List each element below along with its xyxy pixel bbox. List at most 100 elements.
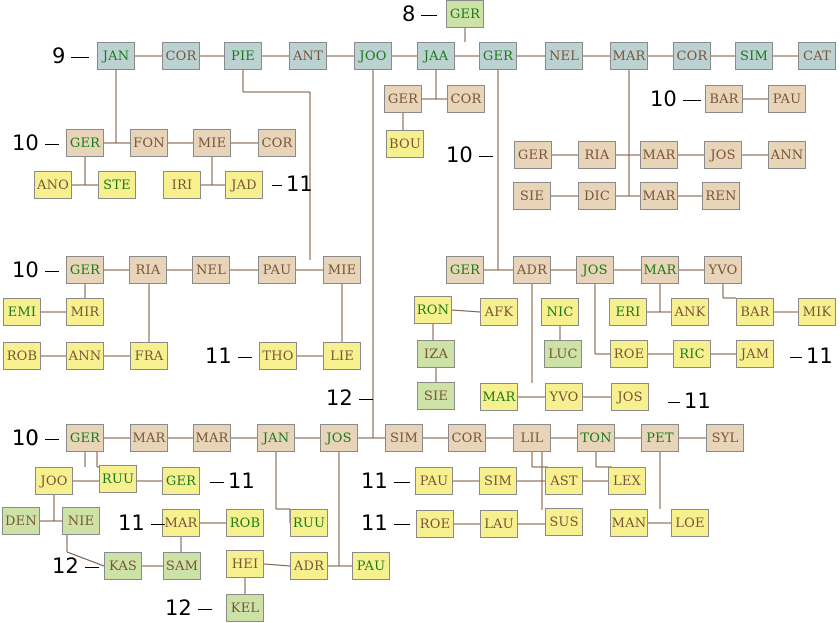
person-box-ton: TON — [577, 424, 615, 452]
person-box-ast: AST — [545, 467, 583, 495]
person-box-jos10: JOS — [576, 256, 614, 284]
person-box-roe11: ROE — [610, 340, 648, 368]
person-box-jad: JAD — [225, 171, 263, 199]
generation-number: 10 — [446, 143, 473, 167]
generation-dash — [668, 401, 680, 403]
person-box-ric: RIC — [673, 340, 711, 368]
person-box-mar9: MAR — [610, 42, 648, 70]
person-box-cor9b: COR — [673, 42, 711, 70]
person-box-ank: ANK — [671, 298, 709, 326]
person-box-yvo10: YVO — [704, 256, 742, 284]
person-box-pau10: PAU — [768, 85, 806, 113]
generation-number: 10 — [12, 258, 39, 282]
generation-number: 11 — [205, 344, 232, 368]
person-box-ger_a: GER — [384, 85, 422, 113]
generation-label: 12 — [52, 554, 99, 578]
generation-number: 11 — [361, 469, 388, 493]
person-box-ruu11: RUU — [99, 465, 137, 493]
generation-label: 8 — [402, 2, 438, 26]
generation-label: 10 — [12, 426, 59, 450]
generation-number: 12 — [165, 596, 192, 620]
connector-line — [451, 309, 481, 313]
person-box-cor9: COR — [162, 42, 200, 70]
generation-label: 10 — [12, 258, 59, 282]
person-box-syl: SYL — [706, 424, 744, 452]
generation-number: 11 — [361, 511, 388, 535]
person-box-man: MAN — [610, 509, 648, 537]
generation-dash — [393, 523, 410, 525]
generation-number: 11 — [286, 172, 313, 196]
person-box-mik: MIK — [798, 298, 836, 326]
person-box-ano: ANO — [34, 171, 72, 199]
person-box-jaa9: JAA — [417, 42, 455, 70]
generation-label: 12 — [326, 386, 373, 410]
person-box-mie10a: MIE — [193, 129, 231, 157]
person-box-cor10a: COR — [258, 129, 296, 157]
person-box-ger9: GER — [479, 42, 517, 70]
generation-label: 11 — [361, 469, 410, 493]
person-box-cor_a: COR — [447, 85, 485, 113]
generation-label: 11 — [668, 389, 711, 413]
person-box-rob11: ROB — [3, 342, 41, 370]
generation-label: 11 — [210, 469, 255, 493]
generation-number: 11 — [806, 344, 833, 368]
person-box-roe11b: ROE — [416, 510, 454, 538]
person-box-mar11: MAR — [480, 383, 518, 411]
generation-label: 11 — [361, 511, 410, 535]
person-box-sim11: SIM — [479, 467, 517, 495]
generation-dash — [421, 14, 438, 16]
generation-label: 10 — [446, 143, 493, 167]
generation-dash — [358, 398, 373, 400]
generation-dash — [197, 608, 212, 610]
person-box-jan9: JAN — [97, 42, 135, 70]
generation-label: 11 — [118, 511, 165, 535]
person-box-ria10c: RIA — [129, 256, 167, 284]
person-box-ann10b: ANN — [768, 141, 806, 169]
generation-dash — [44, 270, 59, 272]
generation-number: 11 — [118, 511, 145, 535]
generation-label: 11 — [790, 344, 833, 368]
person-box-fra: FRA — [130, 342, 168, 370]
person-box-ger10e: GER — [66, 424, 104, 452]
generation-dash — [210, 481, 224, 483]
person-box-mie10c: MIE — [323, 256, 361, 284]
person-box-nie: NIE — [62, 507, 100, 535]
generation-dash — [478, 155, 493, 157]
person-box-ger10d: GER — [446, 256, 484, 284]
person-box-iza: IZA — [417, 340, 455, 368]
person-box-mar10b: MAR — [640, 141, 678, 169]
person-box-fon: FON — [130, 129, 168, 157]
person-box-ria10b: RIA — [578, 141, 616, 169]
person-box-pau11b: PAU — [352, 552, 390, 580]
person-box-adr10: ADR — [513, 256, 551, 284]
person-box-lie: LIE — [323, 342, 361, 370]
person-box-lex: LEX — [608, 467, 646, 495]
person-box-ron: RON — [414, 296, 452, 324]
person-box-eri: ERI — [609, 298, 647, 326]
person-box-ann11: ANN — [66, 342, 104, 370]
person-box-lau: LAU — [480, 510, 518, 538]
generation-number: 10 — [12, 131, 39, 155]
person-box-afk: AFK — [480, 298, 518, 326]
person-box-dic10: DIC — [578, 182, 616, 210]
person-box-pet: PET — [641, 424, 679, 452]
generation-label: 9 — [52, 44, 90, 68]
person-box-emi: EMI — [3, 298, 41, 326]
person-box-jos10b: JOS — [704, 141, 742, 169]
generation-number: 10 — [650, 87, 677, 111]
person-box-luc: LUC — [544, 340, 582, 368]
person-box-bar10: BAR — [705, 85, 743, 113]
person-box-ruu11b: RUU — [290, 509, 328, 537]
generation-dash — [393, 481, 410, 483]
person-box-ant9: ANT — [289, 42, 327, 70]
person-box-pau11: PAU — [415, 467, 453, 495]
generation-label: 10 — [12, 131, 59, 155]
person-box-jos10e: JOS — [320, 424, 358, 452]
generation-label: 10 — [12, 426, 59, 450]
person-box-sam: SAM — [163, 552, 201, 580]
person-box-mar10d: MAR — [641, 256, 679, 284]
person-box-adr11: ADR — [290, 552, 328, 580]
person-box-mar11b: MAR — [162, 509, 200, 537]
person-box-ger11: GER — [162, 467, 200, 495]
generation-label: 11 — [272, 172, 313, 196]
